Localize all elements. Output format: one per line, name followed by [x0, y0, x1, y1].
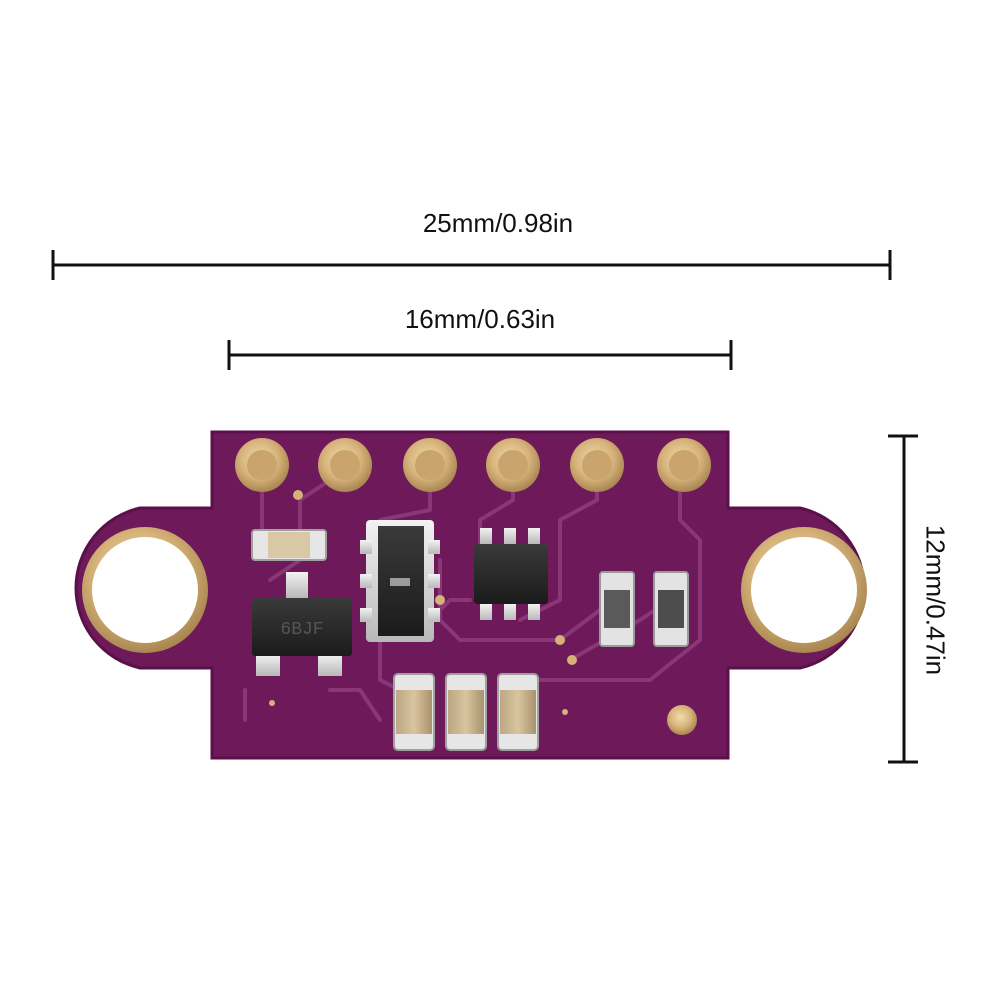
hole-spacing-dimension [227, 340, 733, 370]
header-pads [235, 438, 711, 492]
smd-resistor-right-1 [599, 571, 635, 647]
mounting-hole-right [741, 527, 867, 653]
header-pad-6 [657, 438, 711, 492]
sot23-transistor: 6BJF [252, 572, 352, 676]
smd-capacitor-3 [497, 673, 539, 751]
overall-width-dimension [51, 250, 892, 280]
pcb-board: 6BJF [74, 430, 867, 760]
mounting-hole-left [82, 527, 208, 653]
chip-marking: 6BJF [280, 620, 323, 640]
header-pad-5 [570, 438, 624, 492]
header-pad-1 [235, 438, 289, 492]
smd-resistor-right-2 [653, 571, 689, 647]
smd-resistor-top-left [251, 529, 327, 561]
ic-sensor-driver [474, 528, 548, 620]
header-pad-3 [403, 438, 457, 492]
height-dimension [888, 434, 918, 764]
test-pad [667, 705, 697, 735]
smd-capacitor-2 [445, 673, 487, 751]
header-pad-2 [318, 438, 372, 492]
hole-spacing-label: 16mm/0.63in [404, 304, 556, 334]
header-pad-4 [486, 438, 540, 492]
ic-regulator [360, 520, 440, 642]
smd-capacitor-1 [393, 673, 435, 751]
overall-width-label: 25mm/0.98in [422, 208, 574, 238]
